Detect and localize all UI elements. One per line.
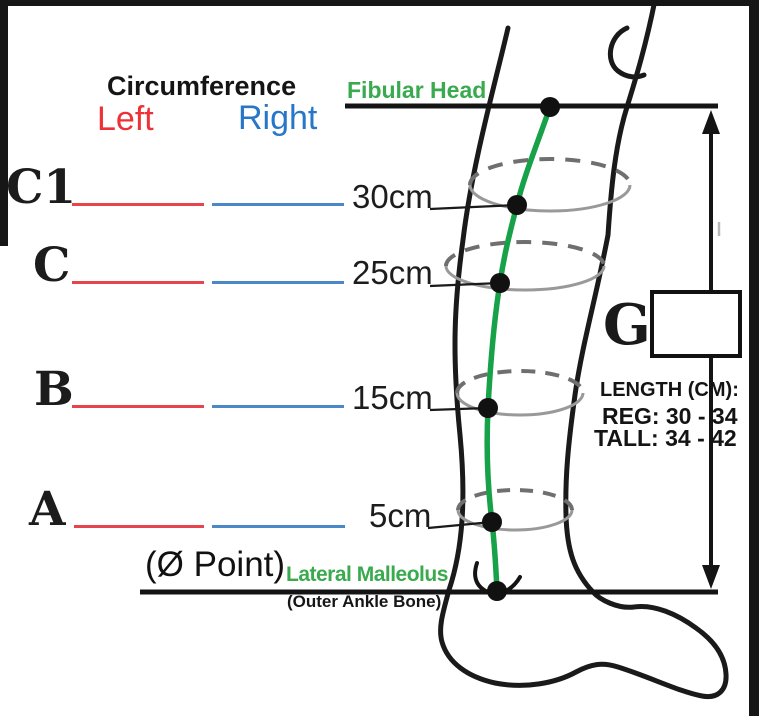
blank-left-a	[74, 525, 204, 528]
blank-right-c	[212, 281, 344, 284]
row-label-b: B	[34, 362, 74, 417]
blank-right-a	[212, 525, 345, 528]
row-label-c1: C1	[6, 160, 77, 215]
height-label-5cm: 5cm	[369, 497, 432, 534]
frame-edge-right	[749, 0, 759, 716]
circumference-ellipse-5cm	[456, 488, 574, 532]
leg-outline-left	[446, 25, 511, 593]
outer-ankle-bone-label: (Outer Ankle Bone)	[287, 592, 442, 611]
leg-outline-right	[563, 0, 658, 595]
blank-right-c1	[212, 203, 344, 206]
length-spec-title: LENGTH (CM):	[600, 379, 739, 401]
measure-dot-25cm	[490, 273, 510, 293]
frame-edge-top	[0, 0, 759, 6]
circumference-ellipse-15cm	[455, 369, 585, 417]
foot-outline	[438, 587, 729, 700]
zero-point-label: (Ø Point)	[145, 545, 286, 584]
blank-left-c1	[72, 203, 204, 206]
arrow-down-icon	[702, 565, 720, 589]
circumference-ellipse-30cm	[468, 157, 632, 213]
connector-30cm	[429, 203, 518, 211]
length-spec-tall: TALL: 34 - 42	[594, 425, 737, 451]
ankle-mark-left	[473, 561, 492, 595]
height-label-15cm: 15cm	[352, 379, 433, 416]
arrow-up-icon	[702, 110, 720, 134]
circumference-ellipse-25cm	[444, 240, 606, 292]
blank-left-c	[72, 281, 204, 284]
height-label-30cm: 30cm	[352, 178, 433, 215]
connector-5cm	[427, 520, 493, 530]
length-spec-reg: REG: 30 - 34	[602, 403, 738, 429]
fibular-head-label: Fibular Head	[347, 77, 487, 103]
g-measure-label: G	[603, 292, 651, 358]
blank-right-b	[212, 405, 344, 408]
row-label-c: C	[33, 238, 71, 293]
knee-crease-line	[607, 25, 647, 80]
g-measure-box	[650, 290, 742, 358]
lateral-malleolus-label: Lateral Malleolus	[286, 563, 448, 586]
row-label-a: A	[29, 482, 66, 537]
blank-left-b	[72, 405, 204, 408]
frame-edge-left	[0, 0, 8, 246]
left-column-label: Left	[97, 100, 154, 138]
measure-dot-5cm	[482, 512, 502, 532]
measure-dot-fibular	[540, 97, 560, 117]
right-column-label: Right	[238, 99, 318, 137]
measure-dot-ankle	[487, 581, 507, 601]
connector-25cm	[429, 281, 501, 288]
measure-dot-15cm	[478, 398, 498, 418]
height-label-25cm: 25cm	[352, 254, 433, 291]
measure-dot-30cm	[507, 195, 527, 215]
circumference-title: Circumference	[107, 71, 297, 101]
